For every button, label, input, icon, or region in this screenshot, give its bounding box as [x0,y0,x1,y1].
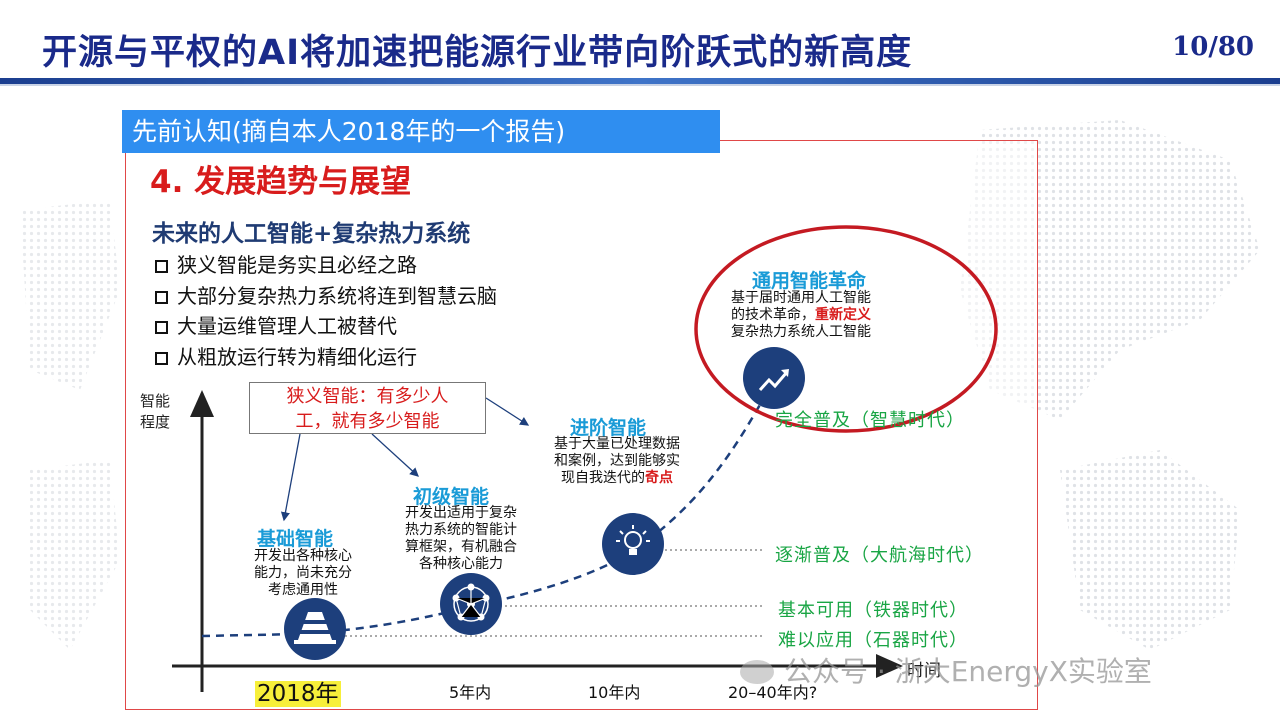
bullet-item: 狭义智能是务实且必经之路 [155,250,497,281]
y-axis-label-line1: 智能 [140,392,171,410]
highlight-circle [694,225,998,433]
redefine-highlight: 重新定义 [815,307,871,323]
page-number: 10/80 [1172,32,1254,62]
checkbox-square-icon [155,290,168,304]
era-label-navigation: 逐渐普及（大航海时代） [775,545,984,566]
era-label-stone: 难以应用（石器时代） [778,630,968,651]
wechat-watermark: 公众号 · 浙大EnergyX实验室 [740,650,1152,690]
checkbox-square-icon [155,260,168,273]
callout-arrow [485,397,530,426]
stage-desc-advanced: 基于大量已处理数据 和案例，达到能够实 现自我迭代的奇点 [554,436,680,486]
source-banner: 先前认知(摘自本人2018年的一个报告) [122,110,720,153]
checkbox-square-icon [155,351,168,365]
traffic-cone-icon [284,598,346,660]
callout-arrow [280,433,301,522]
stage-desc-basic: 开发出各种核心 能力，尚未充分 考虑通用性 [254,548,352,598]
narrow-ai-callout: 狭义智能：有多少人 工，就有多少智能 [249,382,486,434]
stage-title-basic: 基础智能 [257,528,334,550]
bullet-item: 从粗放运行转为精细化运行 [155,342,497,373]
page-title: 开源与平权的AI将加速把能源行业带向阶跃式的新高度 [42,33,913,73]
era-label-intelligent: 完全普及（智慧时代） [775,410,965,431]
stage-desc-general: 基于届时通用人工智能 的技术革命，重新定义 复杂热力系统人工智能 [731,290,871,340]
stage-desc-primary: 开发出适用于复杂 热力系统的智能计 算框架，有机融合 各种核心能力 [405,505,517,572]
bullet-list: 狭义智能是务实且必经之路 大部分复杂热力系统将连到智慧云脑 大量运维管理人工被替… [155,250,497,372]
stage-title-advanced: 进阶智能 [570,417,647,439]
lightbulb-icon [602,513,664,575]
header-rule-thin [0,84,1280,86]
stage-title-primary: 初级智能 [413,486,490,508]
callout-arrow [371,433,419,477]
checkbox-square-icon [155,321,168,334]
network-icon [440,573,502,635]
subtitle: 未来的人工智能+复杂热力系统 [152,221,471,247]
timeline-label-5y: 5年内 [449,683,492,702]
singularity-highlight: 奇点 [645,470,673,486]
timeline-label-20-40y: 20–40年内? [728,683,818,702]
bullet-item: 大部分复杂热力系统将连到智慧云脑 [155,281,497,312]
bullet-item: 大量运维管理人工被替代 [155,311,497,342]
trend-up-icon [743,347,805,409]
section-title: 4. 发展趋势与展望 [150,164,412,200]
stage-title-general: 通用智能革命 [752,270,867,292]
header-rule [0,78,1280,84]
timeline-label-10y: 10年内 [588,683,641,702]
era-label-iron: 基本可用（铁器时代） [778,600,968,621]
y-axis-label-line2: 程度 [140,413,171,431]
x-axis-label: 时间 [907,661,941,681]
timeline-label-2018: 2018年 [255,681,341,707]
wechat-icon [740,660,774,684]
